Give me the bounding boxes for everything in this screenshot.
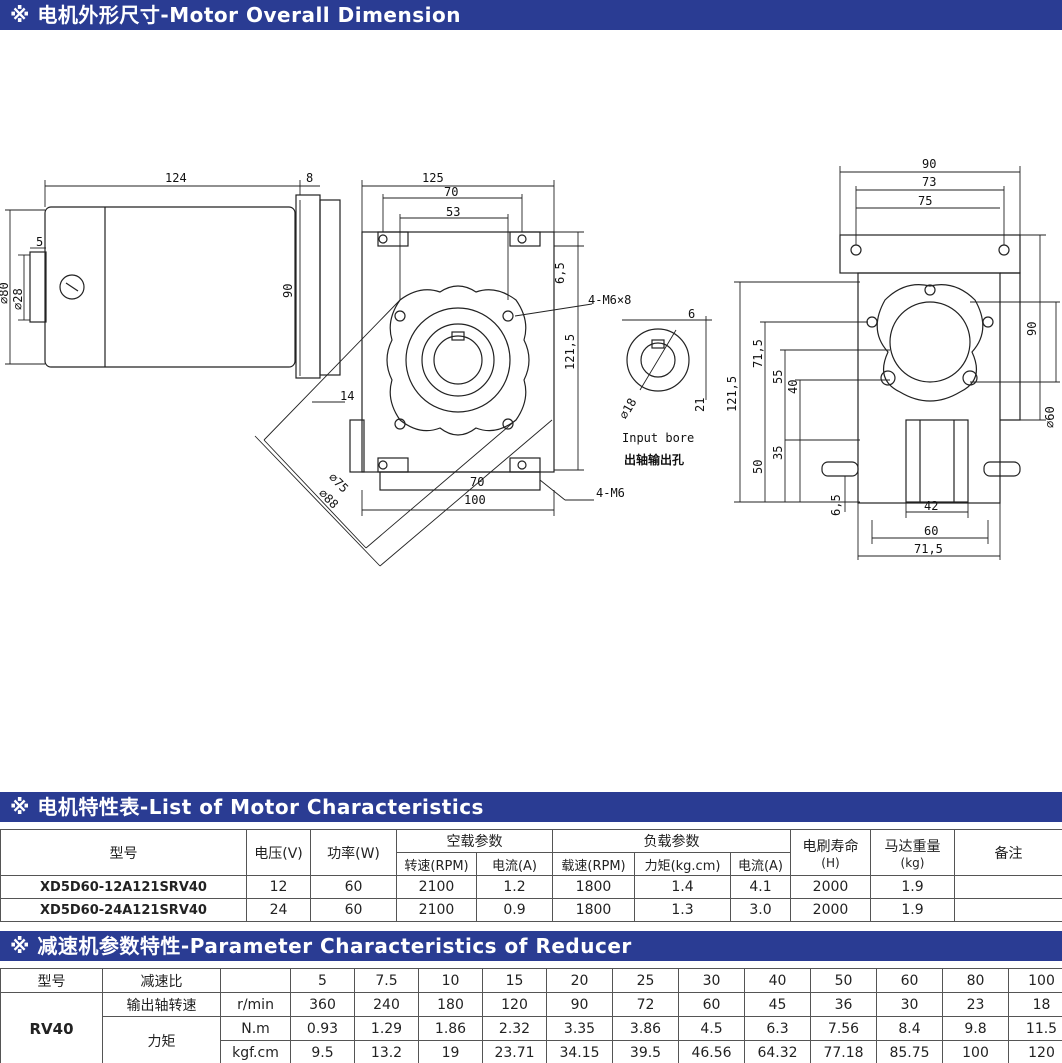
- dim-5: 5: [36, 235, 43, 249]
- subheader-l-speed: 载速(RPM): [552, 852, 635, 876]
- gearbox-front-view: [349, 231, 555, 491]
- dim-90-side-right: 90: [1025, 322, 1039, 336]
- dim-21: 21: [693, 398, 707, 412]
- dimension-section-banner: ※ 电机外形尺寸-Motor Overall Dimension: [0, 0, 1062, 30]
- dim-71-5-side: 71,5: [751, 339, 765, 368]
- dim-124: 124: [165, 171, 187, 185]
- dim-121-5-front: 121,5: [563, 334, 577, 370]
- subheader-nl-current: 电流(A): [476, 852, 553, 876]
- input-bore-label-en: Input bore: [622, 431, 694, 445]
- gearbox-side-dimension-lines: [734, 166, 1060, 560]
- motor-characteristics-table: 型号 电压(V) 功率(W) 空载参数 负载参数 电刷寿命(H) 马达重量(kg…: [0, 829, 1062, 922]
- dim-75: 75: [918, 194, 932, 208]
- table-row: XD5D60-24A121SRV40 24 60 2100 0.9 1800 1…: [0, 898, 1062, 922]
- dim-phi60: ⌀60: [1043, 406, 1057, 428]
- table-row: XD5D60-12A121SRV40 12 60 2100 1.2 1800 1…: [0, 875, 1062, 899]
- dim-71-5-bottom: 71,5: [914, 542, 943, 556]
- motor-dimension-lines: [5, 180, 345, 403]
- dim-phi18: ⌀18: [616, 396, 639, 422]
- gearbox-side-view: [821, 234, 1021, 504]
- dim-phi80: ⌀80: [0, 282, 11, 304]
- dim-14: 14: [340, 389, 354, 403]
- dim-4-m6x8: 4-M6×8: [588, 293, 631, 307]
- gearbox-front-dimension-lines: [254, 180, 594, 567]
- header-weight: 马达重量(kg): [870, 829, 955, 876]
- header-power: 功率(W): [310, 829, 397, 876]
- dim-50: 50: [751, 460, 765, 474]
- dim-53: 53: [446, 205, 460, 219]
- torque-kgf-row: kgf.cm 9.5 13.2 19 23.71 34.15 39.5 46.5…: [1, 1040, 1062, 1063]
- header-load: 负载参数: [552, 829, 791, 853]
- dim-90-side-top: 90: [922, 157, 936, 171]
- dim-60: 60: [924, 524, 938, 538]
- dim-6-bore: 6: [688, 307, 695, 321]
- dim-35: 35: [771, 446, 785, 460]
- header-notes: 备注: [954, 829, 1062, 876]
- dim-90-motor: 90: [281, 284, 295, 298]
- dim-6-5-front: 6,5: [553, 262, 567, 284]
- reducer-model: RV40: [0, 992, 103, 1063]
- dimension-labels: 124 8 125 70 53 5 ⌀28 ⌀80 90 14 ⌀75 ⌀88 …: [0, 157, 1057, 556]
- ratio-row: 型号 减速比 5 7.5 10 15 20 25 30 40 50 60 80 …: [0, 968, 1062, 993]
- header-model: 型号: [0, 829, 247, 876]
- dim-phi28: ⌀28: [11, 288, 25, 310]
- dim-40: 40: [786, 380, 800, 394]
- dim-4-m6: 4-M6: [596, 486, 625, 500]
- dim-70-bottom: 70: [470, 475, 484, 489]
- reducer-parameters-banner: ※ 减速机参数特性-Parameter Characteristics of R…: [0, 931, 1062, 961]
- dim-121-5-side: 121,5: [725, 376, 739, 412]
- dim-70-top: 70: [444, 185, 458, 199]
- header-brush-life: 电刷寿命(H): [790, 829, 871, 876]
- dim-8: 8: [306, 171, 313, 185]
- dim-100: 100: [464, 493, 486, 507]
- torque-nm-row: 力矩 N.m 0.93 1.29 1.86 2.32 3.35 3.86 4.5…: [1, 1016, 1062, 1063]
- motor-body-outline: [29, 194, 341, 379]
- header-voltage: 电压(V): [246, 829, 311, 876]
- motor-characteristics-banner: ※ 电机特性表-List of Motor Characteristics: [0, 792, 1062, 822]
- dim-73: 73: [922, 175, 936, 189]
- dim-55: 55: [771, 370, 785, 384]
- reducer-parameters-table: 型号 减速比 5 7.5 10 15 20 25 30 40 50 60 80 …: [0, 968, 1062, 1063]
- dim-6-5-side: 6,5: [829, 494, 843, 516]
- subheader-l-torque: 力矩(kg.cm): [634, 852, 731, 876]
- dim-125: 125: [422, 171, 444, 185]
- header-no-load: 空载参数: [396, 829, 553, 853]
- subheader-nl-speed: 转速(RPM): [396, 852, 477, 876]
- motor-dimension-drawing: 124 8 125 70 53 5 ⌀28 ⌀80 90 14 ⌀75 ⌀88 …: [0, 157, 1060, 567]
- input-bore-detail: [622, 316, 712, 400]
- dim-42: 42: [924, 499, 938, 513]
- subheader-l-current: 电流(A): [730, 852, 791, 876]
- input-bore-label-cn: 出轴输出孔: [624, 452, 684, 467]
- speed-row: RV40 输出轴转速 r/min 360 240 180 120 90 72 6…: [0, 992, 1062, 1063]
